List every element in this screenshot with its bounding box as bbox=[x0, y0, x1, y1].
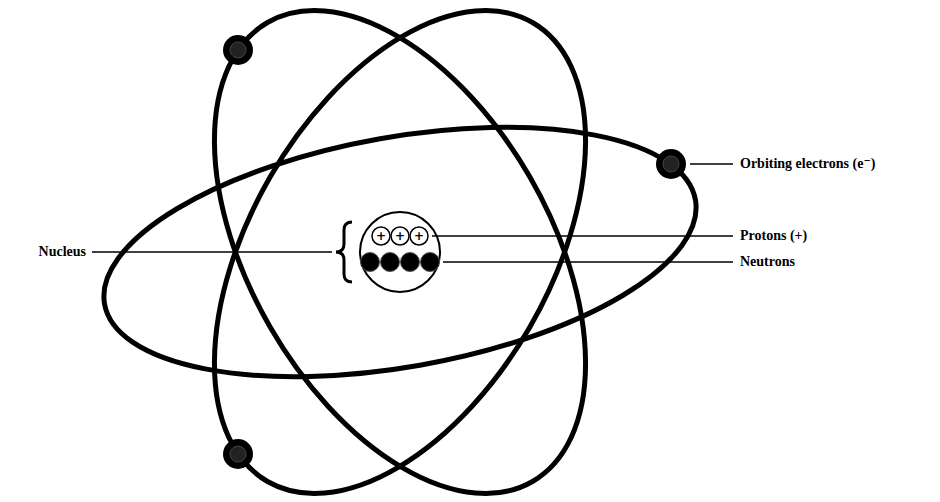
electron-label: Orbiting electrons (e⁻) bbox=[738, 156, 877, 173]
proton-sign: + bbox=[414, 230, 424, 242]
proton-sign: + bbox=[395, 230, 405, 242]
electron bbox=[223, 439, 253, 469]
leader-line bbox=[92, 164, 733, 262]
electron-orbit bbox=[138, 0, 663, 502]
electron-orbit bbox=[85, 87, 716, 418]
electron bbox=[223, 35, 253, 65]
electron bbox=[656, 149, 686, 179]
part-label: Nucleus bbox=[37, 244, 88, 261]
electron-orbit bbox=[138, 0, 663, 502]
part-label: Protons (+) bbox=[738, 228, 809, 245]
neutron bbox=[361, 253, 440, 272]
brace bbox=[336, 222, 352, 282]
nucleus-circle bbox=[360, 212, 440, 292]
part-label: Neutrons bbox=[738, 254, 797, 271]
proton-sign: + bbox=[376, 230, 386, 242]
proton bbox=[372, 227, 428, 245]
